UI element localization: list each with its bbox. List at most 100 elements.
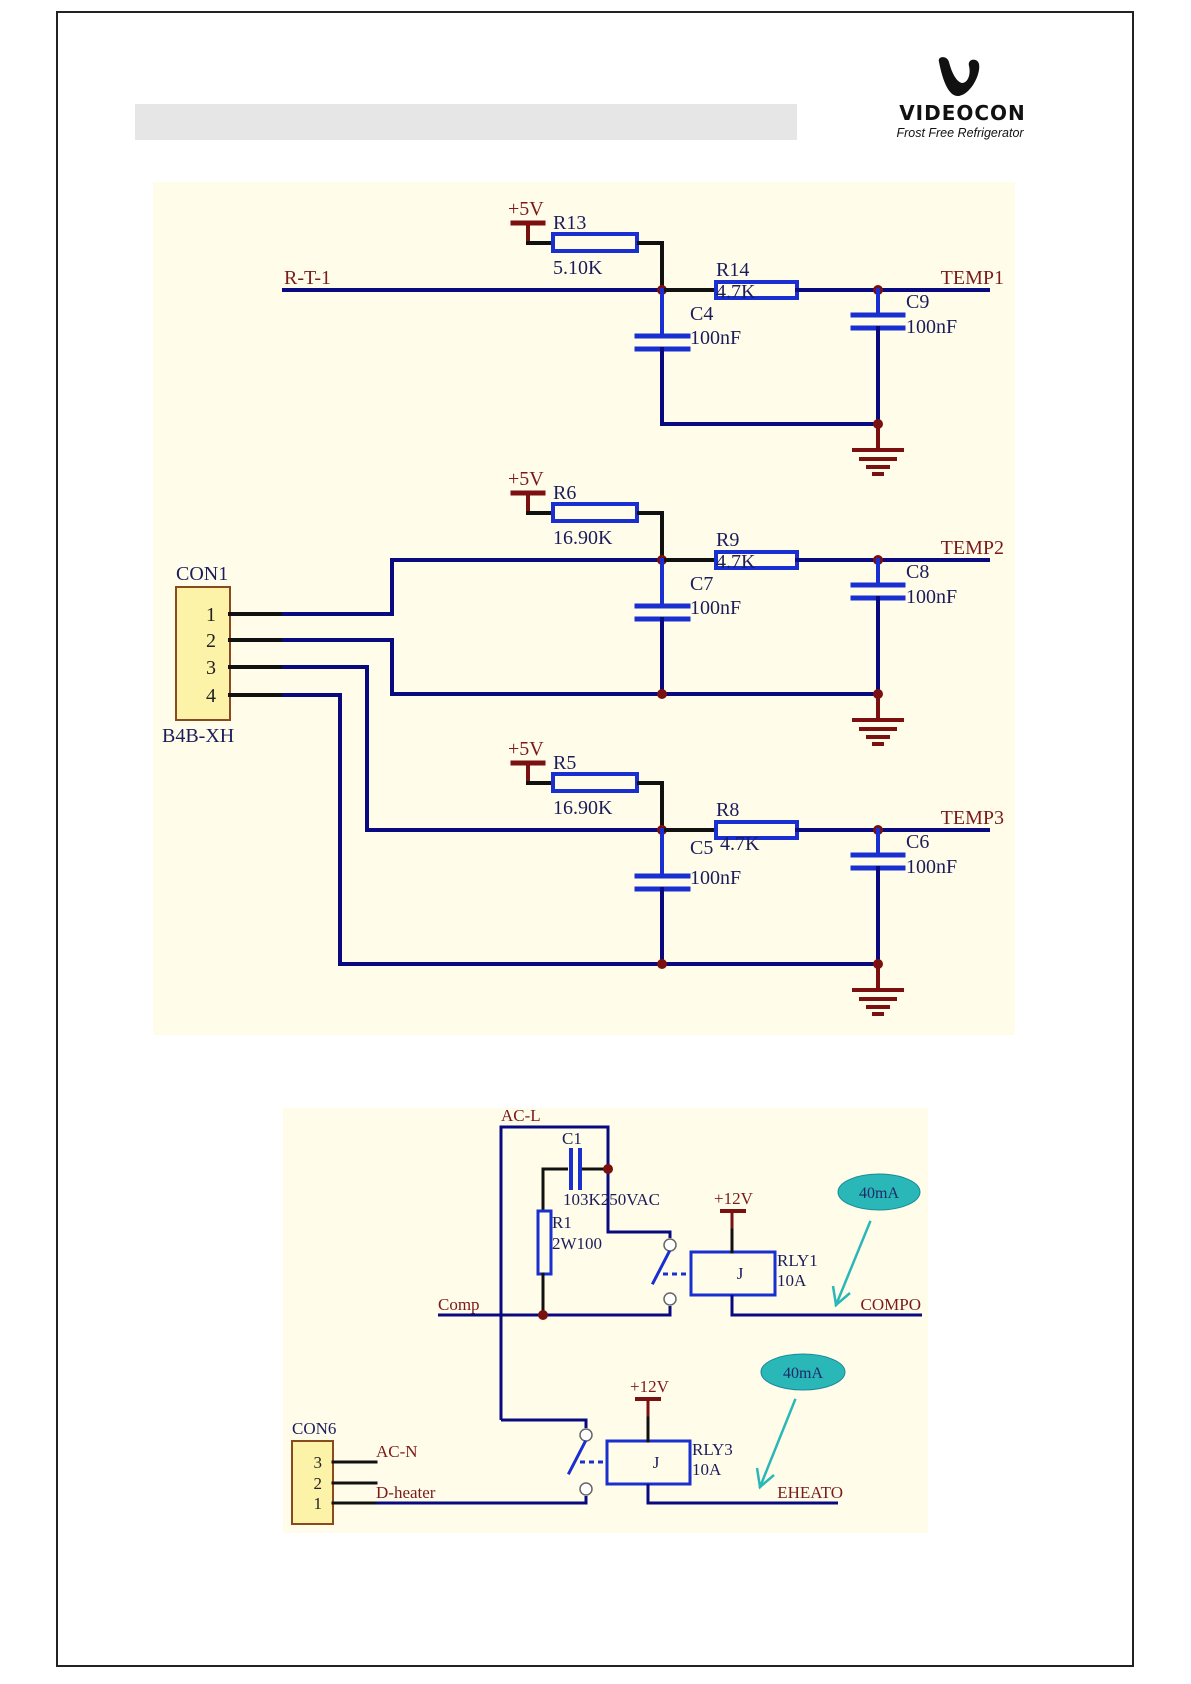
snubber-res-ref: R1 <box>552 1213 572 1232</box>
connector-pin-number: 3 <box>314 1453 323 1472</box>
snubber-cap-value: 103K250VAC <box>563 1190 660 1209</box>
supply-label: +5V <box>508 468 544 490</box>
relay-supply-label: +12V <box>630 1377 670 1396</box>
connector-con6: CON6 3 21 AC-N D-heater <box>291 1419 588 1525</box>
con1-pin4-wire <box>282 693 342 964</box>
connector-pin-number: 3 <box>206 657 216 679</box>
series-ref: R9 <box>716 529 739 551</box>
annotation-arrowhead <box>755 1467 775 1490</box>
con1-pin1-wire <box>282 560 394 616</box>
ac-line-net-label: AC-L <box>501 1106 541 1125</box>
cap2-ref: C6 <box>906 831 929 853</box>
series-ref: R14 <box>716 259 749 281</box>
connector-ref: CON6 <box>292 1419 336 1438</box>
sensor-panel <box>153 182 1015 1035</box>
con1-pin2-wire <box>282 638 394 695</box>
cap2-value: 100nF <box>906 586 957 608</box>
relay-switch-arm <box>566 1439 588 1476</box>
cap2-ref: C9 <box>906 291 929 313</box>
relay-contact <box>663 1238 677 1252</box>
connector-ref: CON1 <box>176 563 228 585</box>
output-net-label: TEMP3 <box>941 807 1004 829</box>
ground-symbol-icon <box>852 692 904 746</box>
relay-rating: 10A <box>777 1271 807 1290</box>
ac-line-wire-2 <box>501 1418 588 1428</box>
ac-line-wire <box>499 1125 672 1420</box>
cap1-ref: C5 <box>690 837 713 859</box>
connector-pin-number: 1 <box>314 1494 323 1513</box>
d-heater-wire <box>376 1496 588 1505</box>
output-net-label: TEMP2 <box>941 537 1004 559</box>
junction-dot <box>657 689 667 699</box>
supply-label: +5V <box>508 738 544 760</box>
supply-label: +5V <box>508 198 544 220</box>
current-note-text: 40mA <box>783 1365 823 1382</box>
relay-contact <box>663 1292 677 1306</box>
cap1-value: 100nF <box>690 867 741 889</box>
cap2-value: 100nF <box>906 856 957 878</box>
snubber-wire <box>541 1167 568 1211</box>
junction-dot <box>603 1164 613 1174</box>
relay-ref: RLY3 <box>692 1440 733 1459</box>
relay-output-net-label: COMPO <box>861 1295 921 1314</box>
pullup-ref: R13 <box>553 212 586 234</box>
relay-coil-label: J <box>737 1264 744 1283</box>
relay-contact <box>579 1482 593 1496</box>
wire <box>637 781 664 830</box>
power-supply-symbol: +5V <box>508 738 546 785</box>
relay-contact <box>579 1428 593 1442</box>
current-note-text: 40mA <box>859 1185 899 1202</box>
relay-coil-label: J <box>653 1453 660 1472</box>
pullup-ref: R6 <box>553 482 576 504</box>
junction-dot <box>538 1310 548 1320</box>
annotation-arrowhead <box>831 1285 851 1308</box>
brand-name: VIDEOCON <box>899 101 1026 125</box>
relay-supply-label: +12V <box>714 1189 754 1208</box>
input-net-label: R-T-1 <box>284 267 331 289</box>
connector-part: B4B-XH <box>162 725 234 747</box>
power-supply-symbol: +5V <box>508 468 546 515</box>
cap1-value: 100nF <box>690 327 741 349</box>
wire <box>637 241 664 290</box>
relay-output-wire <box>646 1484 838 1505</box>
comp-net-label: Comp <box>438 1295 480 1314</box>
relay-switch-arm <box>650 1249 672 1286</box>
relay-output-net-label: EHEATO <box>777 1483 843 1502</box>
cap1-ref: C4 <box>690 303 713 325</box>
snubber-res-value: 2W100 <box>552 1234 602 1253</box>
cap1-value: 100nF <box>690 597 741 619</box>
cap2-value: 100nF <box>906 316 957 338</box>
cap1-ref: C7 <box>690 573 713 595</box>
pullup-value: 5.10K <box>553 257 603 279</box>
power-supply-symbol: +5V <box>508 198 546 245</box>
connector-body <box>291 1440 334 1525</box>
annotation-arrow <box>758 1398 797 1489</box>
snubber-cap-ref: C1 <box>562 1129 582 1148</box>
connector-pin-number: 2 <box>314 1474 323 1493</box>
comp-wire <box>438 1306 672 1317</box>
junction-dot <box>657 959 667 969</box>
ac-neutral-net-label: AC-N <box>376 1442 418 1461</box>
ground-symbol-icon <box>852 422 904 476</box>
connector-body <box>175 586 231 721</box>
relay-circuit: AC-LC1103K250VACR12W100CompJRLY110A+12VC… <box>291 1106 922 1525</box>
annotation-arrow <box>834 1220 872 1307</box>
d-heater-net-label: D-heater <box>376 1483 436 1502</box>
title-bar <box>135 104 797 140</box>
relay-ref: RLY1 <box>777 1251 818 1270</box>
relay-output-wire <box>730 1295 922 1317</box>
pullup-value: 16.90K <box>553 797 613 819</box>
pullup-ref: R5 <box>553 752 576 774</box>
pullup-value: 16.90K <box>553 527 613 549</box>
wire <box>637 511 664 560</box>
ground-symbol-icon <box>852 962 904 1016</box>
con1-pin3-wire <box>282 665 369 829</box>
